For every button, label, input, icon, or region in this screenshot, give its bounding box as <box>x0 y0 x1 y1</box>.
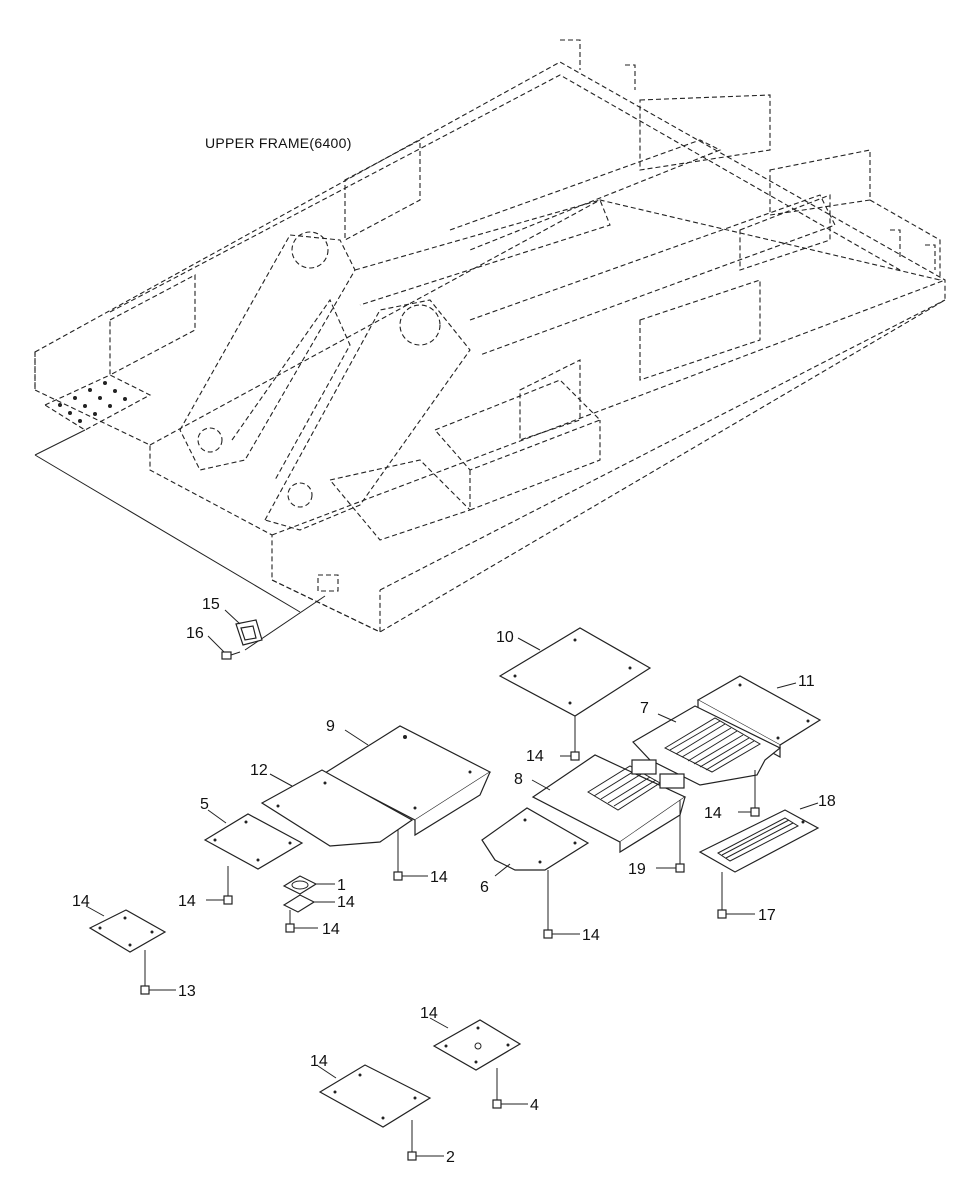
callout-14-f: 14 <box>582 927 600 944</box>
callout-1: 14 <box>310 1053 328 1070</box>
part-8-grille-cover <box>531 754 687 854</box>
callout-17: 1 <box>337 877 346 894</box>
callout-5: 5 <box>200 796 209 813</box>
bolt <box>750 807 760 817</box>
callout-14-g: 17 <box>758 907 776 924</box>
callout-14-e: 14 <box>322 921 340 938</box>
bolt <box>492 1099 502 1109</box>
callout-14-c: 14 <box>430 869 448 886</box>
bolt <box>285 923 295 933</box>
callout-14-j: 2 <box>446 1149 455 1166</box>
callout-12: 12 <box>250 762 268 779</box>
bolt <box>543 929 553 939</box>
part-17-gasket <box>282 875 318 895</box>
callout-14-h: 13 <box>178 983 196 1000</box>
part-15-grommet <box>235 619 263 646</box>
callout-10: 10 <box>496 629 514 646</box>
callout-14-a: 14 <box>526 748 544 765</box>
bolt <box>140 985 150 995</box>
upper-frame <box>34 39 946 651</box>
callout-9: 9 <box>326 718 335 735</box>
bolt <box>570 751 580 761</box>
callout-11: 11 <box>798 673 815 690</box>
frame-label: UPPER FRAME(6400) <box>205 135 352 151</box>
callout-14-i: 4 <box>530 1097 539 1114</box>
part-7-grille-cover <box>632 705 782 808</box>
callout-4: 14 <box>72 893 90 910</box>
callout-16: 16 <box>186 625 204 642</box>
callout-7: 7 <box>640 700 649 717</box>
part-5-cover <box>203 813 304 870</box>
part-1-cover <box>318 1064 432 1128</box>
bolt-leaders <box>144 748 723 1152</box>
part-12-cover <box>260 769 414 847</box>
callout-18: 18 <box>818 793 836 810</box>
callout-8: 8 <box>514 771 523 788</box>
callout-15: 15 <box>202 596 220 613</box>
part-13-plate <box>282 894 316 913</box>
bolt <box>223 895 233 905</box>
bolt <box>717 909 727 919</box>
part-16-bolt <box>221 651 241 660</box>
vent-grid <box>43 374 152 431</box>
callout-19: 19 <box>628 861 646 878</box>
part-2-cover <box>432 1019 522 1071</box>
callout-6: 6 <box>480 879 489 896</box>
bolt <box>407 1151 417 1161</box>
part-18-grille-cover <box>698 809 820 873</box>
callout-14-d: 14 <box>178 893 196 910</box>
bolt <box>675 863 685 873</box>
callout-13: 14 <box>337 894 355 911</box>
part-6-cover <box>481 807 590 871</box>
part-4-cover <box>88 909 167 953</box>
bolt <box>393 871 403 881</box>
callout-2: 14 <box>420 1005 438 1022</box>
callout-14-b: 14 <box>704 805 722 822</box>
part-10-cover <box>498 627 652 748</box>
